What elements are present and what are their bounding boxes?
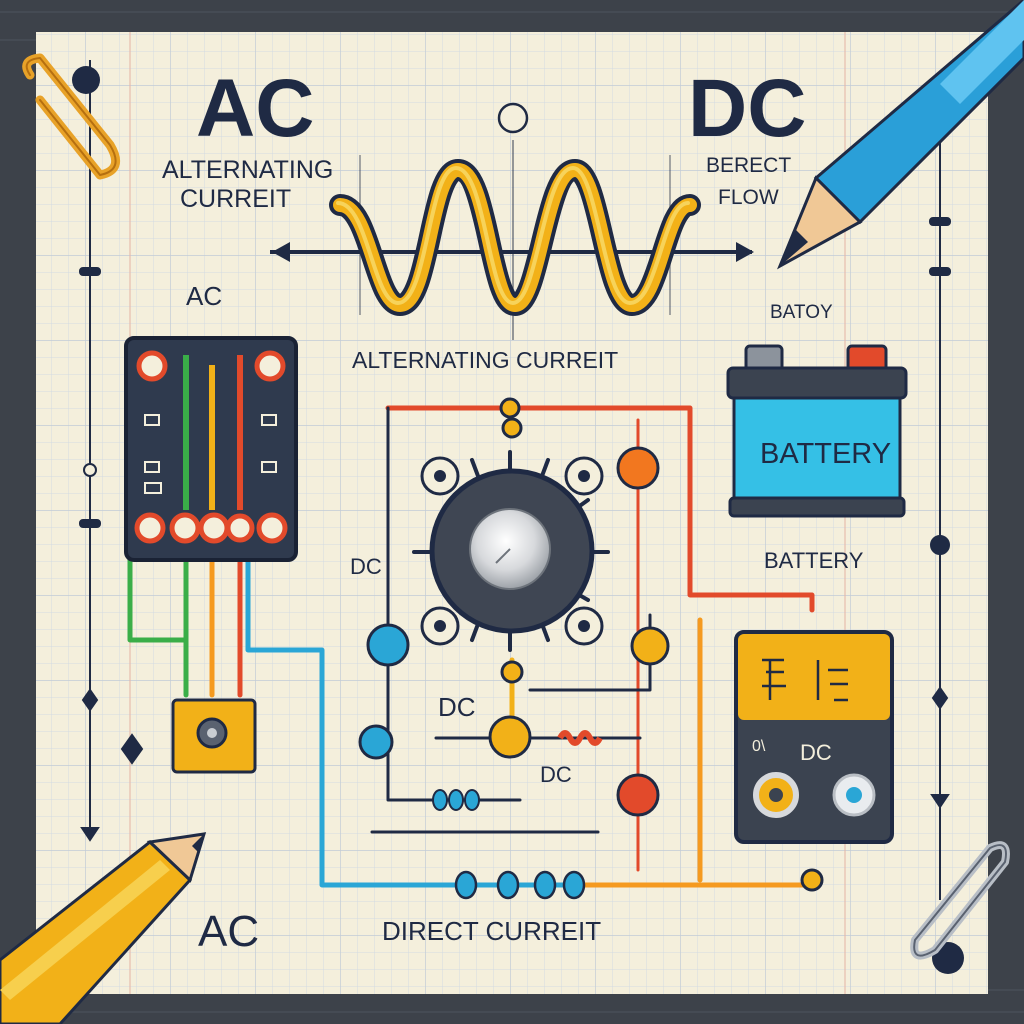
ac-title: AC <box>196 63 314 154</box>
ac-side-label: AC <box>186 281 222 311</box>
ac-sine-wave <box>270 102 754 340</box>
resistor-red <box>557 730 603 746</box>
ac-subtitle-line2: CURREIT <box>180 185 291 213</box>
dc-left-label: DC <box>350 554 382 579</box>
meter-dc-label: DC <box>800 740 832 765</box>
direct-current-caption: DIRECT CURREIT <box>382 916 601 946</box>
right-dimension-line <box>929 120 951 900</box>
battery <box>726 344 908 518</box>
ac-terminal-panel <box>124 336 298 562</box>
dc-subtitle-line2: FLOW <box>718 186 779 209</box>
dc-mid-label: DC <box>438 692 476 722</box>
meter-small-label: 0\ <box>752 738 766 755</box>
resistor-blue-large <box>454 870 586 900</box>
yellow-pencil-icon <box>0 832 207 1024</box>
ac-bottom-label: AC <box>198 907 259 956</box>
wave-caption: ALTERNATING CURREIT <box>352 347 618 373</box>
dc-title: DC <box>688 63 806 154</box>
axis-right-arrow-icon <box>736 242 754 262</box>
left-dimension-line <box>79 60 144 842</box>
dc-meter <box>734 630 894 844</box>
battery-face-label: BATTERY <box>760 438 891 470</box>
circuit-nodes <box>358 397 824 892</box>
paper-clip-top-left-icon <box>22 53 121 180</box>
axis-left-arrow-icon <box>272 242 290 262</box>
ac-connector-box <box>171 698 257 774</box>
wave-probe-icon <box>497 102 529 134</box>
dc-subtitle-line1: BERECT <box>706 154 791 177</box>
resistor-blue-small <box>432 789 480 811</box>
battery-below-label: BATTERY <box>764 548 864 573</box>
dc-low-label: DC <box>540 762 572 787</box>
ac-subtitle-line1: ALTERNATING <box>162 156 333 184</box>
battery-top-label: BATOY <box>770 302 833 323</box>
binder-clip-bottom-right-icon <box>910 841 1010 974</box>
blue-pencil-icon <box>777 0 1024 270</box>
rotary-knob <box>412 450 610 652</box>
